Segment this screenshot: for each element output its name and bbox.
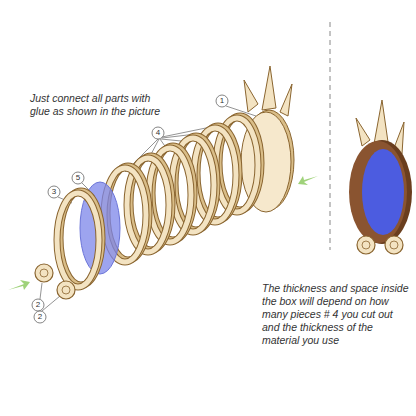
assembly-note: Just connect all parts with glue as show…	[30, 92, 170, 118]
callout-number: 2	[34, 311, 46, 323]
callout-number: 2	[32, 299, 44, 311]
callout-number: 4	[152, 127, 164, 139]
thickness-note: The thickness and space inside the box w…	[262, 282, 412, 347]
callout-number: 1	[216, 95, 228, 107]
callout-number: 3	[48, 186, 60, 198]
callout-number: 5	[72, 172, 84, 184]
